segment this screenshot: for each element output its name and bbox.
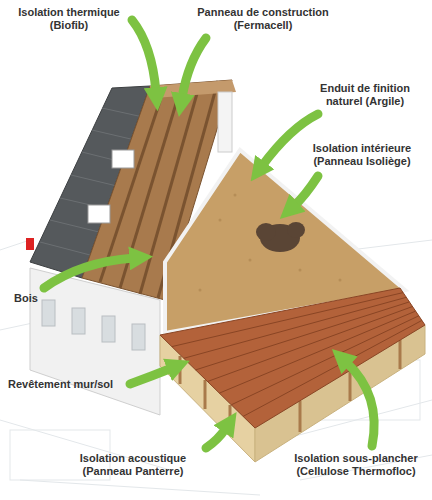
callout-label: Isolation sous-plancher (Cellulose Therm…	[284, 452, 428, 478]
callout-label: Isolation thermique (Biofib)	[8, 6, 130, 32]
callout-label: Bois	[14, 292, 54, 305]
callout-label: Panneau de construction (Fermacell)	[188, 6, 338, 32]
callout-label: Isolation intérieure (Panneau Isoliège)	[298, 142, 426, 168]
callout-label: Isolation acoustique (Panneau Panterre)	[64, 452, 202, 478]
callout-label: Enduit de finition naturel (Argile)	[306, 82, 424, 108]
callout-label: Revêtement mur/sol	[8, 378, 130, 391]
